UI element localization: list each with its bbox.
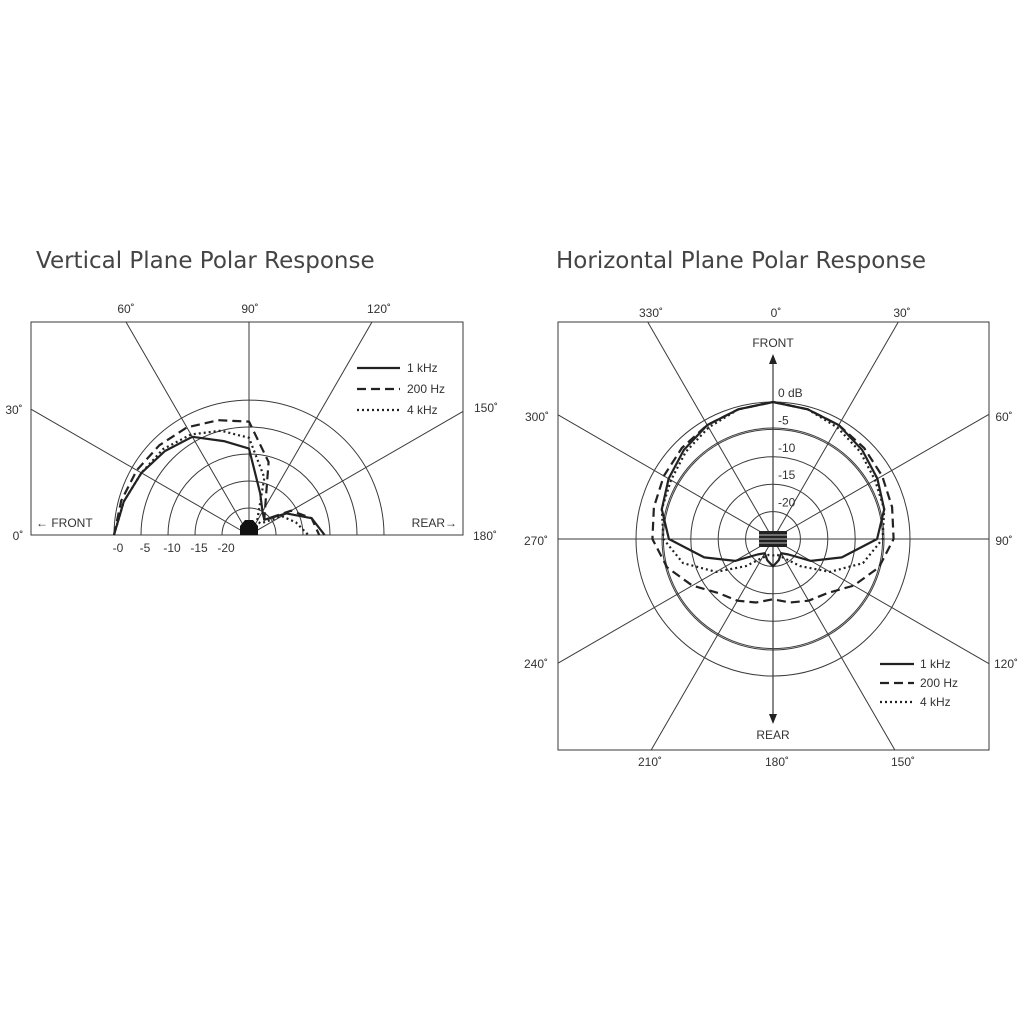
horizontal-angle-label: 0˚ — [771, 306, 782, 320]
horizontal-angle-label: 30˚ — [893, 306, 910, 320]
vertical-chart-title: Vertical Plane Polar Response — [36, 248, 375, 274]
horizontal-radial-tick: -20 — [778, 496, 796, 510]
horizontal-angle-label: 120˚ — [994, 657, 1018, 671]
horizontal-angle-label: 270˚ — [524, 534, 548, 548]
horizontal-front-arrow — [769, 354, 777, 364]
vertical-front-label: ← FRONT — [36, 516, 93, 530]
vertical-angle-label: 90˚ — [241, 302, 258, 316]
vertical-mic-marker — [240, 520, 258, 535]
vertical-angle-label: 120˚ — [367, 302, 391, 316]
vertical-radial-tick: -15 — [190, 541, 208, 555]
horizontal-angle-label: 90˚ — [995, 534, 1012, 548]
vertical-series-4-khz — [112, 429, 310, 536]
horizontal-grid-spoke — [772, 538, 896, 751]
vertical-radial-tick: -0 — [113, 541, 124, 555]
horizontal-grid-spoke — [772, 321, 899, 540]
vertical-radial-tick: -20 — [217, 541, 235, 555]
horizontal-grid-spoke — [557, 414, 774, 540]
horizontal-angle-label: 300˚ — [525, 410, 549, 424]
horizontal-angle-label: 210˚ — [638, 755, 662, 769]
vertical-legend-label: 4 kHz — [407, 403, 438, 417]
horizontal-rear-label: REAR — [756, 728, 790, 742]
horizontal-radial-tick: -15 — [778, 468, 796, 482]
horizontal-radial-tick: -10 — [778, 441, 796, 455]
horizontal-grid-spoke — [772, 413, 990, 540]
horizontal-chart-frame — [557, 321, 990, 751]
horizontal-series-200-hz — [651, 400, 895, 604]
horizontal-front-label: FRONT — [752, 336, 794, 350]
vertical-rear-label: REAR→ — [412, 516, 457, 530]
horizontal-chart-title: Horizontal Plane Polar Response — [556, 248, 926, 274]
horizontal-rear-arrow — [769, 714, 777, 724]
vertical-angle-label: 0˚ — [13, 529, 24, 543]
horizontal-legend-label: 4 kHz — [920, 695, 951, 709]
horizontal-legend-label: 1 kHz — [920, 657, 951, 671]
vertical-grid-spoke — [248, 321, 373, 536]
vertical-chart-frame — [30, 321, 464, 536]
horizontal-grid-spoke — [650, 538, 774, 751]
horizontal-series-4-khz — [660, 400, 886, 573]
vertical-angle-label: 150˚ — [474, 401, 498, 415]
horizontal-angle-label: 60˚ — [995, 410, 1012, 424]
horizontal-series-1-khz — [660, 400, 886, 568]
vertical-series-200-hz — [112, 419, 321, 536]
horizontal-angle-label: 330˚ — [639, 306, 663, 320]
vertical-radial-tick: -10 — [163, 541, 181, 555]
horizontal-angle-label: 180˚ — [765, 755, 789, 769]
vertical-grid-spoke — [30, 408, 250, 536]
vertical-legend-label: 200 Hz — [407, 382, 445, 396]
horizontal-radial-tick: 0 dB — [778, 386, 803, 400]
horizontal-grid-spoke — [647, 321, 774, 540]
vertical-legend-label: 1 kHz — [407, 361, 438, 375]
horizontal-radial-tick: -5 — [778, 413, 789, 427]
vertical-grid-spoke — [125, 321, 250, 536]
vertical-angle-label: 180˚ — [473, 529, 497, 543]
vertical-angle-label: 30˚ — [5, 403, 22, 417]
horizontal-angle-label: 150˚ — [891, 755, 915, 769]
horizontal-angle-label: 240˚ — [524, 657, 548, 671]
vertical-angle-label: 60˚ — [117, 302, 134, 316]
vertical-radial-tick: -5 — [140, 541, 151, 555]
horizontal-legend-label: 200 Hz — [920, 676, 958, 690]
